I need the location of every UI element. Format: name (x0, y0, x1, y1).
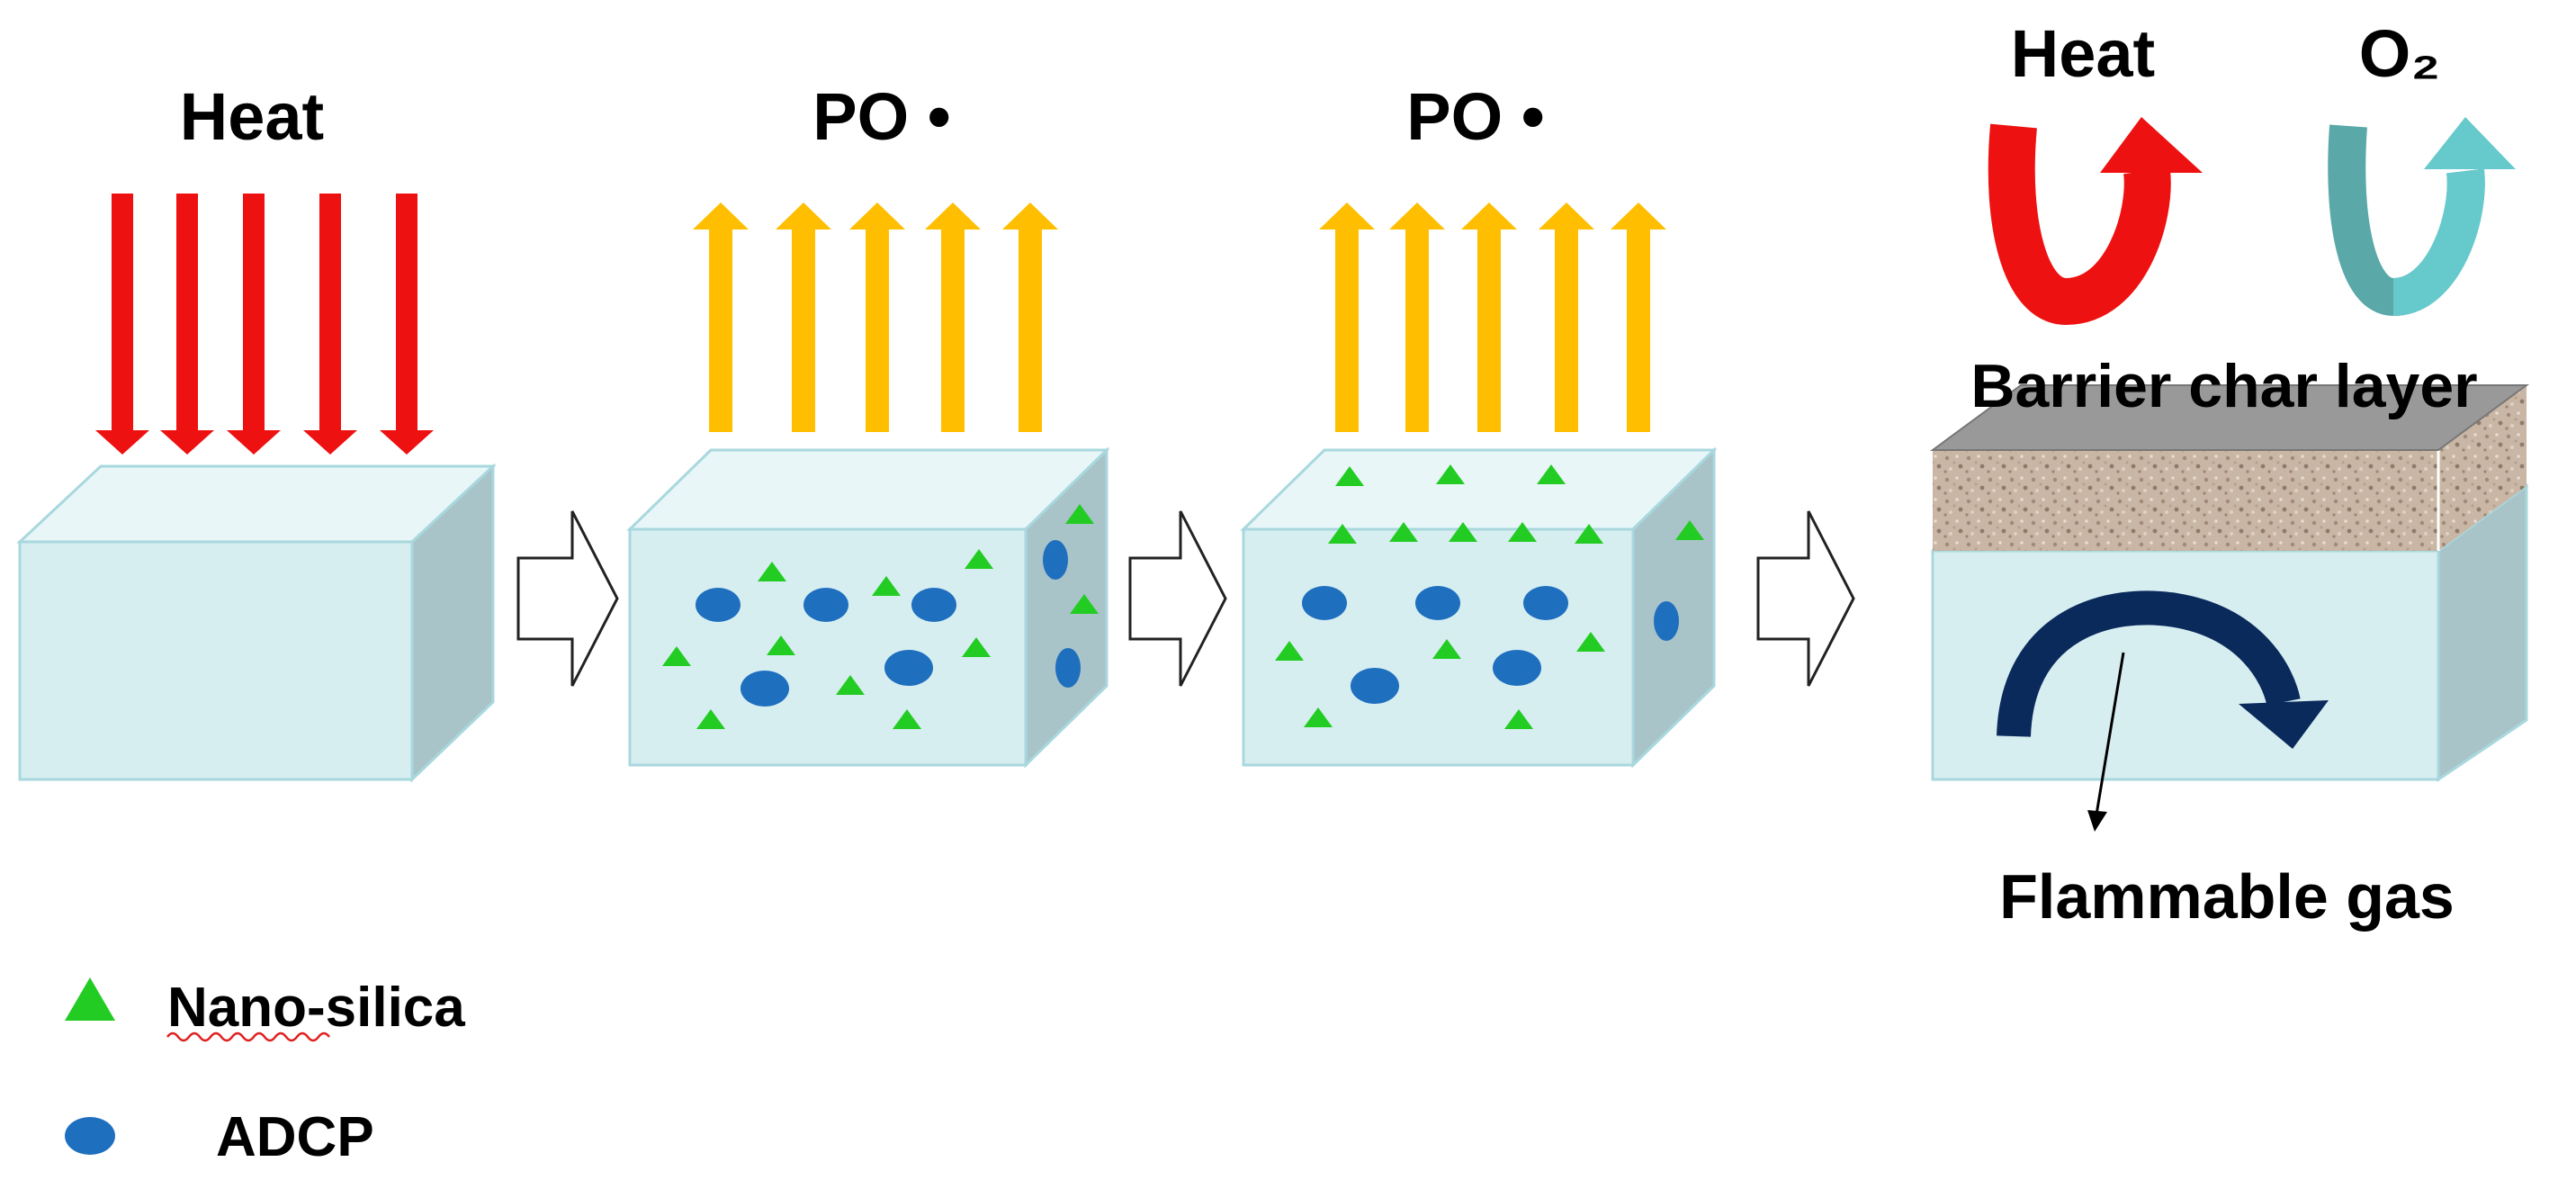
adcp-particles-3 (1302, 586, 1679, 704)
adcp-legend-label: ADCP (216, 1106, 374, 1168)
flammable-gas-pointer (2087, 652, 2125, 832)
barrier-char-layer (1929, 384, 2530, 551)
nano-silica-particles-2 (662, 504, 1099, 729)
heat-label: Heat (180, 79, 324, 154)
radical-arrows-1 (693, 203, 1058, 432)
barrier-char-layer-label: Barrier char layer (1970, 352, 2477, 420)
heat-char-label: Heat (2011, 16, 2155, 91)
po-radical-label-1: PO • (812, 79, 950, 154)
adcp-legend-icon (65, 1117, 115, 1155)
polymer-block-2 (626, 446, 1110, 769)
polymer-block-1 (16, 463, 497, 783)
po-radical-label-2: PO • (1406, 79, 1544, 154)
nano-silica-particles-3 (1275, 464, 1704, 729)
nano-silica-legend-label: Nano-silica (167, 977, 465, 1039)
gas-flow-arrow (1997, 590, 2329, 749)
nano-silica-legend-icon (65, 977, 115, 1021)
adcp-particles-2 (696, 540, 1081, 707)
oxygen-reflection-arrow (2328, 117, 2516, 317)
flammable-gas-label: Flammable gas (1999, 861, 2455, 932)
heat-reflection-arrow (1988, 117, 2203, 326)
radical-arrows-2 (1319, 203, 1666, 432)
process-arrow-2 (1128, 510, 1227, 687)
process-arrow-1 (516, 510, 619, 687)
oxygen-label: O₂ (2359, 16, 2440, 91)
legend: Nano-silica ADCP (65, 977, 465, 1168)
process-arrow-3 (1756, 510, 1855, 687)
spellcheck-underline (166, 1031, 330, 1042)
heat-arrows (95, 194, 434, 455)
